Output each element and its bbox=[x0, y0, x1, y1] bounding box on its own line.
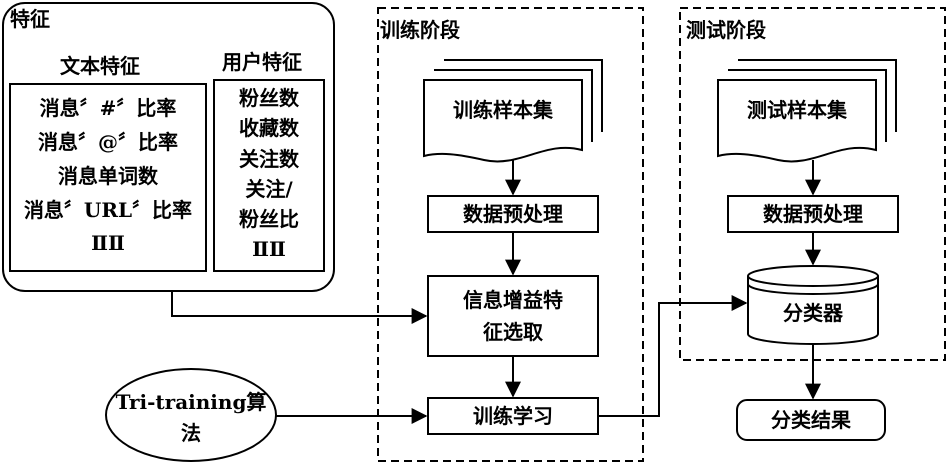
result-label: 分类结果 bbox=[771, 408, 851, 432]
algorithm-label: 法 bbox=[181, 421, 201, 445]
text-feature-item: 消息〞URL〞比率 bbox=[24, 198, 192, 222]
user-feature-item: ⅡⅡ bbox=[252, 237, 286, 261]
training-stage-title: 训练阶段 bbox=[380, 18, 460, 42]
user-feature-item: 粉丝比 bbox=[239, 207, 299, 231]
classifier-cylinder: 分类器 bbox=[748, 266, 878, 344]
algorithm-label: Tri-training算 bbox=[116, 390, 267, 414]
user-features-title: 用户特征 bbox=[222, 50, 302, 74]
text-feature-item: 消息〞#〞比率 bbox=[40, 96, 177, 120]
features-title: 特征 bbox=[10, 7, 50, 31]
training-sample-set-label: 训练样本集 bbox=[453, 98, 554, 122]
feature-selection-label: 信息增益特 bbox=[463, 288, 563, 312]
user-feature-item: 关注/ bbox=[245, 177, 293, 201]
algorithm-ellipse bbox=[106, 369, 276, 461]
training-preprocess-label: 数据预处理 bbox=[463, 202, 563, 226]
features-panel: 特征 文本特征 消息〞#〞比率 消息〞@〞比率 消息单词数 消息〞URL〞比率 … bbox=[3, 3, 334, 291]
training-learning-label: 训练学习 bbox=[473, 404, 553, 428]
user-feature-item: 收藏数 bbox=[239, 116, 300, 140]
user-feature-item: 关注数 bbox=[239, 147, 300, 171]
arrow-features-to-selection bbox=[172, 291, 426, 316]
algorithm-node: Tri-training算 法 bbox=[106, 369, 276, 461]
text-feature-item: 消息〞@〞比率 bbox=[38, 130, 178, 154]
text-features-title: 文本特征 bbox=[60, 54, 140, 78]
text-feature-item: 消息单词数 bbox=[58, 164, 159, 188]
training-sample-set: 训练样本集 bbox=[424, 60, 602, 161]
result-node: 分类结果 bbox=[737, 400, 885, 440]
feature-selection-label: 征选取 bbox=[483, 320, 543, 344]
testing-stage-title: 测试阶段 bbox=[686, 18, 766, 42]
text-feature-item: ⅡⅡ bbox=[91, 231, 125, 255]
user-feature-item: 粉丝数 bbox=[239, 86, 300, 110]
testing-sample-set-label: 测试样本集 bbox=[747, 98, 848, 122]
classifier-label: 分类器 bbox=[783, 301, 844, 325]
training-stage: 训练阶段 训练样本集 数据预处理 信息增益特 征选取 训练学习 bbox=[378, 8, 643, 461]
testing-preprocess-label: 数据预处理 bbox=[763, 202, 863, 226]
testing-sample-set: 测试样本集 bbox=[718, 60, 896, 161]
